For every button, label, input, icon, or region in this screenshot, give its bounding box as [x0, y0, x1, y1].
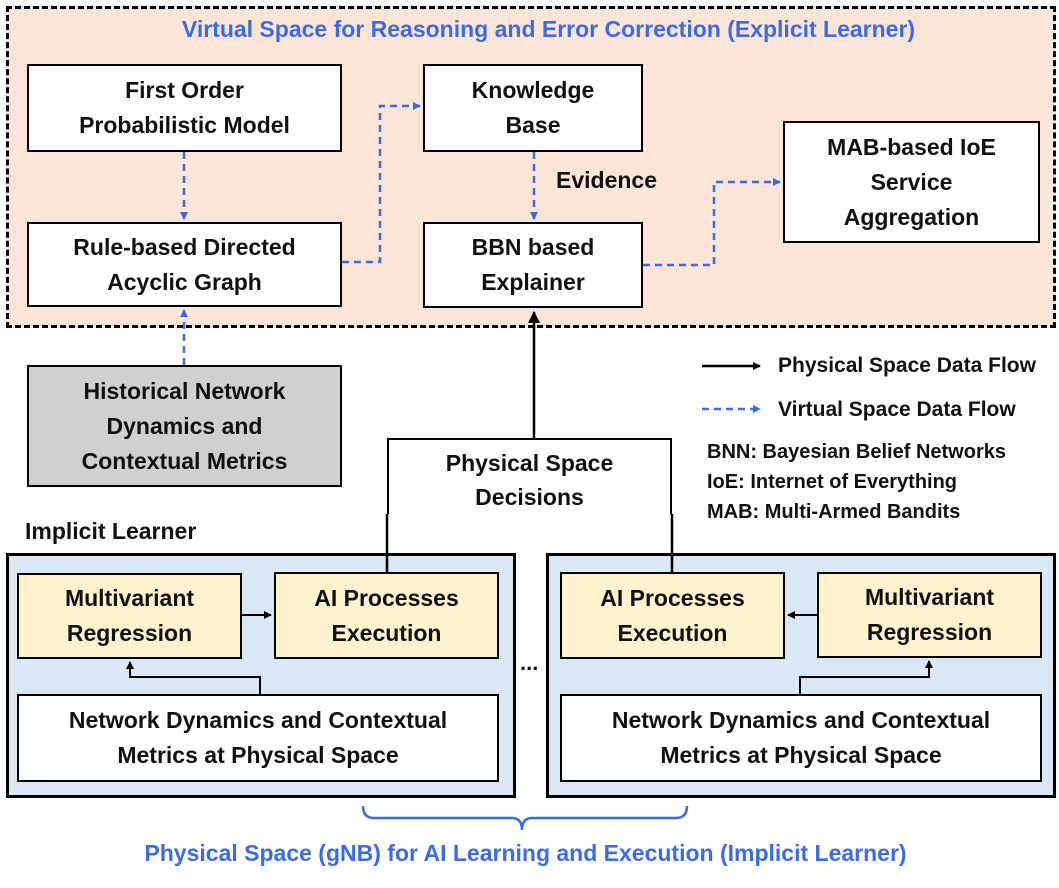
- right-metrics-label: Network Dynamics and Contextual Metrics …: [611, 707, 991, 768]
- bottom-brace: [361, 805, 689, 831]
- knowledge-base-box: Knowledge Base: [423, 64, 643, 152]
- left-metrics-box: Network Dynamics and Contextual Metrics …: [17, 694, 499, 782]
- arrow-left-metrics-to-reg: [126, 661, 261, 694]
- implicit-learner-label: Implicit Learner: [25, 518, 197, 544]
- abbrev-bnn: BNN: Bayesian Belief Networks: [707, 441, 1006, 463]
- fol-model-label: First Order Probabilistic Model: [79, 77, 290, 138]
- left-regression-box: Multivariant Regression: [17, 573, 242, 659]
- right-metrics-box: Network Dynamics and Contextual Metrics …: [560, 694, 1042, 782]
- legend-virtual-flow-label: Virtual Space Data Flow: [778, 398, 1016, 421]
- evidence-label: Evidence: [556, 167, 657, 193]
- left-ai-exec-box: AI Processes Execution: [274, 572, 499, 659]
- virtual-space-title: Virtual Space for Reasoning and Error Co…: [181, 16, 916, 42]
- arrow-bbn-to-mab: [643, 178, 781, 267]
- bbn-explainer-box: BBN based Explainer: [423, 222, 643, 308]
- historical-metrics-label: Historical Network Dynamics and Contextu…: [81, 377, 288, 474]
- right-ai-exec-label: AI Processes Execution: [600, 584, 745, 646]
- bbn-explainer-label: BBN based Explainer: [471, 234, 595, 295]
- left-ai-exec-label: AI Processes Execution: [314, 584, 459, 646]
- gnb-ellipsis: ...: [520, 650, 539, 675]
- fol-model-box: First Order Probabilistic Model: [27, 64, 342, 152]
- right-regression-box: Multivariant Regression: [817, 572, 1042, 658]
- right-regression-label: Multivariant Regression: [864, 584, 995, 645]
- physical-decisions-box: Physical Space Decisions: [387, 438, 672, 514]
- arrow-right-metrics-to-reg: [799, 660, 933, 694]
- mab-aggregation-label: MAB-based IoE Service Aggregation: [827, 133, 996, 230]
- dag-label: Rule-based Directed Acyclic Graph: [73, 233, 296, 295]
- physical-space-title: Physical Space (gNB) for AI Learning and…: [144, 840, 907, 866]
- dag-box: Rule-based Directed Acyclic Graph: [27, 222, 342, 307]
- left-metrics-label: Network Dynamics and Contextual Metrics …: [68, 707, 448, 768]
- physical-decisions-label: Physical Space Decisions: [445, 450, 614, 510]
- mab-aggregation-box: MAB-based IoE Service Aggregation: [783, 121, 1040, 243]
- right-ai-exec-box: AI Processes Execution: [560, 572, 785, 659]
- historical-metrics-box: Historical Network Dynamics and Contextu…: [27, 365, 342, 487]
- abbrev-mab: MAB: Multi-Armed Bandits: [707, 501, 961, 523]
- arrow-dag-to-kb: [342, 102, 421, 264]
- knowledge-base-label: Knowledge Base: [471, 77, 595, 138]
- left-regression-label: Multivariant Regression: [64, 585, 195, 646]
- abbrev-ioe: IoE: Internet of Everything: [707, 471, 958, 493]
- legend-physical-flow-label: Physical Space Data Flow: [778, 354, 1036, 377]
